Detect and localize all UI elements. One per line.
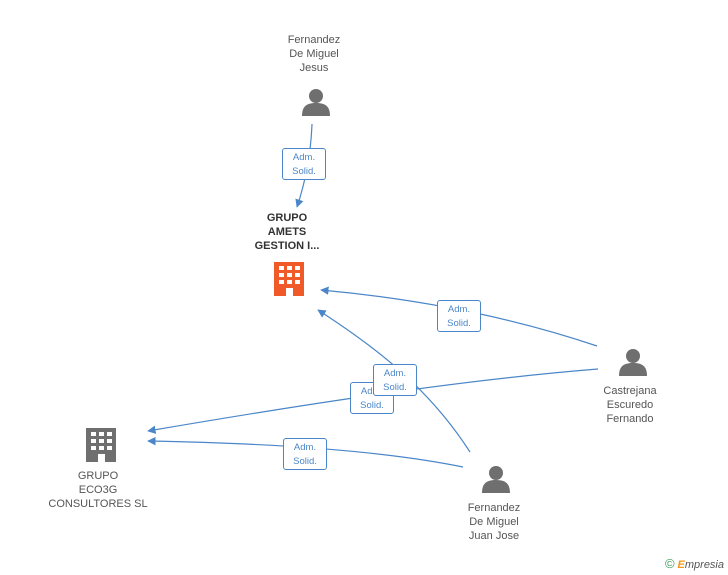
edge-label-juan-eco3g[interactable]: Adm. Solid. [283,438,327,470]
node-label-fernandez-jesus[interactable]: Fernandez De Miguel Jesus [264,33,364,75]
node-label-line: GRUPO [77,470,119,482]
edge-label-line: Adm. [383,368,407,379]
node-label-line: GESTION I... [254,240,320,252]
node-label-line: CONSULTORES SL [48,498,148,510]
edge-label-line: Solid. [293,456,317,467]
empresia-watermark: ©Empresia [665,556,724,571]
node-label-line: Juan Jose [468,530,520,542]
person-icon[interactable] [302,89,330,116]
node-label-line: Castrejana [603,385,657,397]
person-icon[interactable] [482,466,510,493]
node-label-castrejana[interactable]: Castrejana Escuredo Fernando [580,384,680,426]
edge-label-line: Solid. [292,166,316,177]
node-label-line: Fernando [606,413,654,425]
edge-label-castrejana-amets[interactable]: Adm. Solid. [437,300,481,332]
brand-initial: E [677,559,685,571]
node-label-line: Fernandez [467,502,521,514]
edge-label-jesus-amets[interactable]: Adm. Solid. [282,148,326,180]
edge-label-line: Adm. [293,442,317,453]
node-label-line: Fernandez [287,34,341,46]
node-label-line: AMETS [267,226,307,238]
building-icon[interactable] [86,428,116,462]
edge-label-line: Adm. [292,152,316,163]
edge-label-juan-amets[interactable]: Adm. Solid. [373,364,417,396]
node-label-grupo-amets[interactable]: GRUPO AMETS GESTION I... [232,211,342,253]
node-label-line: Escuredo [606,399,654,411]
node-label-line: De Miguel [289,48,339,60]
person-icon[interactable] [619,349,647,376]
brand-name: mpresia [684,559,724,571]
building-icon[interactable] [274,262,304,296]
edge-label-line: Adm. [360,386,384,397]
edge-label-castrejana-eco3g[interactable]: Adm. Solid. [350,382,394,414]
node-label-line: GRUPO [266,212,308,224]
node-label-grupo-eco3g[interactable]: GRUPO ECO3G CONSULTORES SL [38,469,158,511]
node-label-fernandez-juan[interactable]: Fernandez De Miguel Juan Jose [444,501,544,543]
copyright-symbol: © [664,556,675,571]
edge-label-line: Solid. [383,382,407,393]
edge-label-line: Solid. [447,318,471,329]
node-label-line: ECO3G [78,484,118,496]
edge-label-line: Adm. [447,304,471,315]
edge-label-line: Solid. [360,400,384,411]
node-label-line: Jesus [299,62,329,74]
node-label-line: De Miguel [469,516,519,528]
